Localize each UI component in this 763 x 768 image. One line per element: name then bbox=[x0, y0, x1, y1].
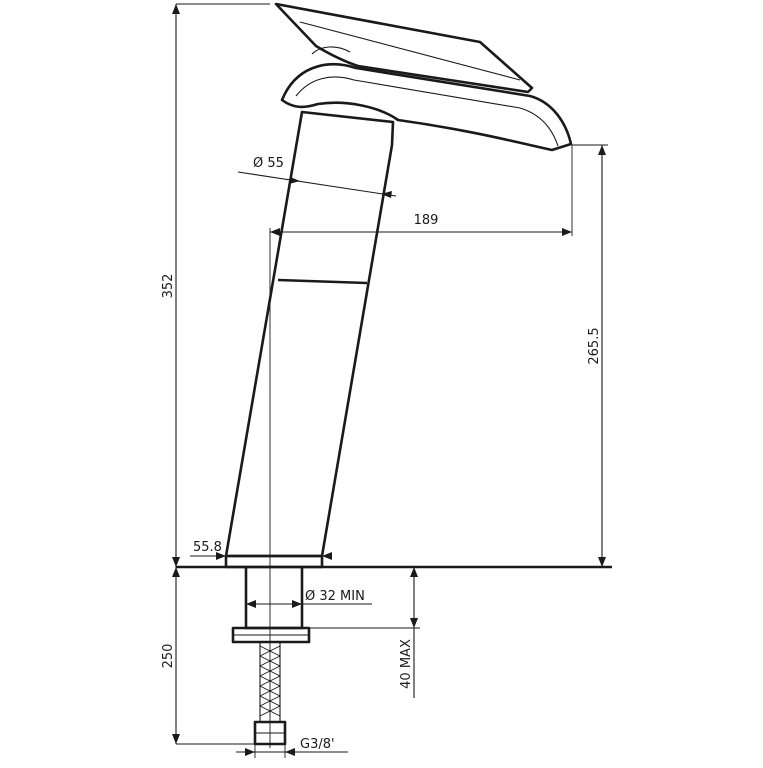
spout-neck-inner bbox=[295, 76, 559, 147]
label-total-height: 352 bbox=[161, 274, 176, 299]
label-reach: 189 bbox=[414, 213, 439, 228]
label-thread: G3/8' bbox=[300, 737, 335, 752]
column-joint-line bbox=[277, 278, 368, 285]
faucet-column bbox=[224, 110, 395, 558]
dim-body-diameter-line bbox=[237, 171, 397, 197]
label-max-thickness: 40 MAX bbox=[399, 639, 414, 689]
label-body-diameter: Ø 55 bbox=[253, 156, 284, 171]
spout-neck bbox=[280, 63, 573, 152]
mixer-lever-edge bbox=[299, 21, 521, 81]
faucet-body bbox=[224, 2, 573, 558]
mounting-base bbox=[176, 554, 612, 746]
label-hole-diameter: Ø 32 MIN bbox=[305, 589, 365, 604]
lever-pivot bbox=[311, 46, 351, 55]
dimension-labels: 352 250 265.5 40 MAX 189 Ø 55 55.8 Ø 32 … bbox=[161, 156, 602, 752]
label-hose-length: 250 bbox=[161, 644, 176, 669]
label-base-offset: 55.8 bbox=[193, 540, 222, 555]
dimension-lines bbox=[172, 3, 608, 758]
label-spout-height: 265.5 bbox=[587, 327, 602, 364]
mixer-lever bbox=[274, 2, 534, 94]
mounting-shank bbox=[244, 567, 304, 630]
base-plate bbox=[224, 554, 324, 569]
